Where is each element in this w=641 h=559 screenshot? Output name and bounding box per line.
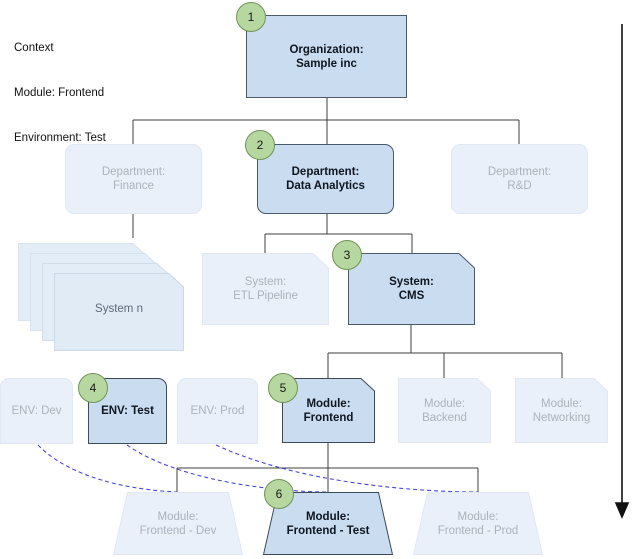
node-env-dev[interactable]: ENV: Dev bbox=[0, 378, 73, 444]
context-legend-title: Context bbox=[14, 42, 54, 54]
context-legend-environment: Environment: Test bbox=[14, 132, 106, 144]
step-badge-3[interactable]: 3 bbox=[332, 240, 362, 270]
node-module-networking-label: Module:Networking bbox=[532, 397, 591, 424]
node-department-rnd[interactable]: Department: R&D bbox=[451, 144, 588, 214]
node-system-etl-pipeline-label: System:ETL Pipeline bbox=[233, 276, 298, 302]
node-department-rnd-label: Department: R&D bbox=[487, 166, 552, 192]
step-badge-5[interactable]: 5 bbox=[268, 373, 298, 403]
node-env-dev-label: ENV: Dev bbox=[11, 405, 62, 417]
context-legend-module: Module: Frontend bbox=[14, 87, 105, 99]
step-badge-2[interactable]: 2 bbox=[245, 130, 275, 160]
node-module-instance-frontend-dev-label: Module:Frontend - Dev bbox=[139, 510, 217, 537]
node-system-stack[interactable]: System A System A System A System n bbox=[18, 243, 184, 356]
node-module-instance-frontend-prod[interactable]: Module:Frontend - Prod bbox=[413, 492, 543, 555]
node-system-cms-label: System:CMS bbox=[389, 276, 434, 302]
context-legend: Context Module: Frontend Environment: Te… bbox=[14, 11, 106, 176]
drill-down-arrow bbox=[614, 24, 630, 520]
node-module-backend[interactable]: Module:Backend bbox=[398, 378, 491, 443]
node-department-data-analytics-label: Department: Data Analytics bbox=[286, 166, 365, 192]
node-department-finance-label: Department: Finance bbox=[101, 166, 166, 192]
node-department-finance[interactable]: Department: Finance bbox=[65, 144, 202, 214]
step-badge-1[interactable]: 1 bbox=[236, 2, 266, 32]
system-stack-card-4: System n bbox=[54, 273, 184, 356]
node-env-prod-label: ENV: Prod bbox=[190, 405, 245, 417]
node-organization[interactable]: Organization: Sample inc bbox=[246, 15, 407, 98]
node-env-test-label: ENV: Test bbox=[101, 405, 154, 417]
node-department-data-analytics[interactable]: Department: Data Analytics bbox=[257, 144, 394, 214]
system-stack-label-4: System n bbox=[95, 303, 143, 315]
node-module-instance-frontend-test-label: Module:Frontend - Test bbox=[286, 510, 370, 537]
node-system-etl-pipeline[interactable]: System:ETL Pipeline bbox=[202, 253, 329, 325]
step-badge-4[interactable]: 4 bbox=[78, 373, 108, 403]
step-badge-6[interactable]: 6 bbox=[264, 479, 294, 509]
node-module-frontend[interactable]: Module:Frontend bbox=[282, 378, 375, 443]
node-module-networking[interactable]: Module:Networking bbox=[515, 378, 608, 443]
node-organization-label: Organization: Sample inc bbox=[289, 43, 364, 70]
node-module-instance-frontend-test[interactable]: Module:Frontend - Test bbox=[263, 492, 393, 555]
node-module-frontend-label: Module:Frontend bbox=[303, 397, 354, 424]
node-module-backend-label: Module:Backend bbox=[422, 397, 467, 424]
node-env-prod[interactable]: ENV: Prod bbox=[177, 378, 258, 444]
node-module-instance-frontend-prod-label: Module:Frontend - Prod bbox=[437, 510, 519, 537]
node-module-instance-frontend-dev[interactable]: Module:Frontend - Dev bbox=[113, 492, 243, 555]
node-system-cms[interactable]: System:CMS bbox=[348, 253, 475, 325]
